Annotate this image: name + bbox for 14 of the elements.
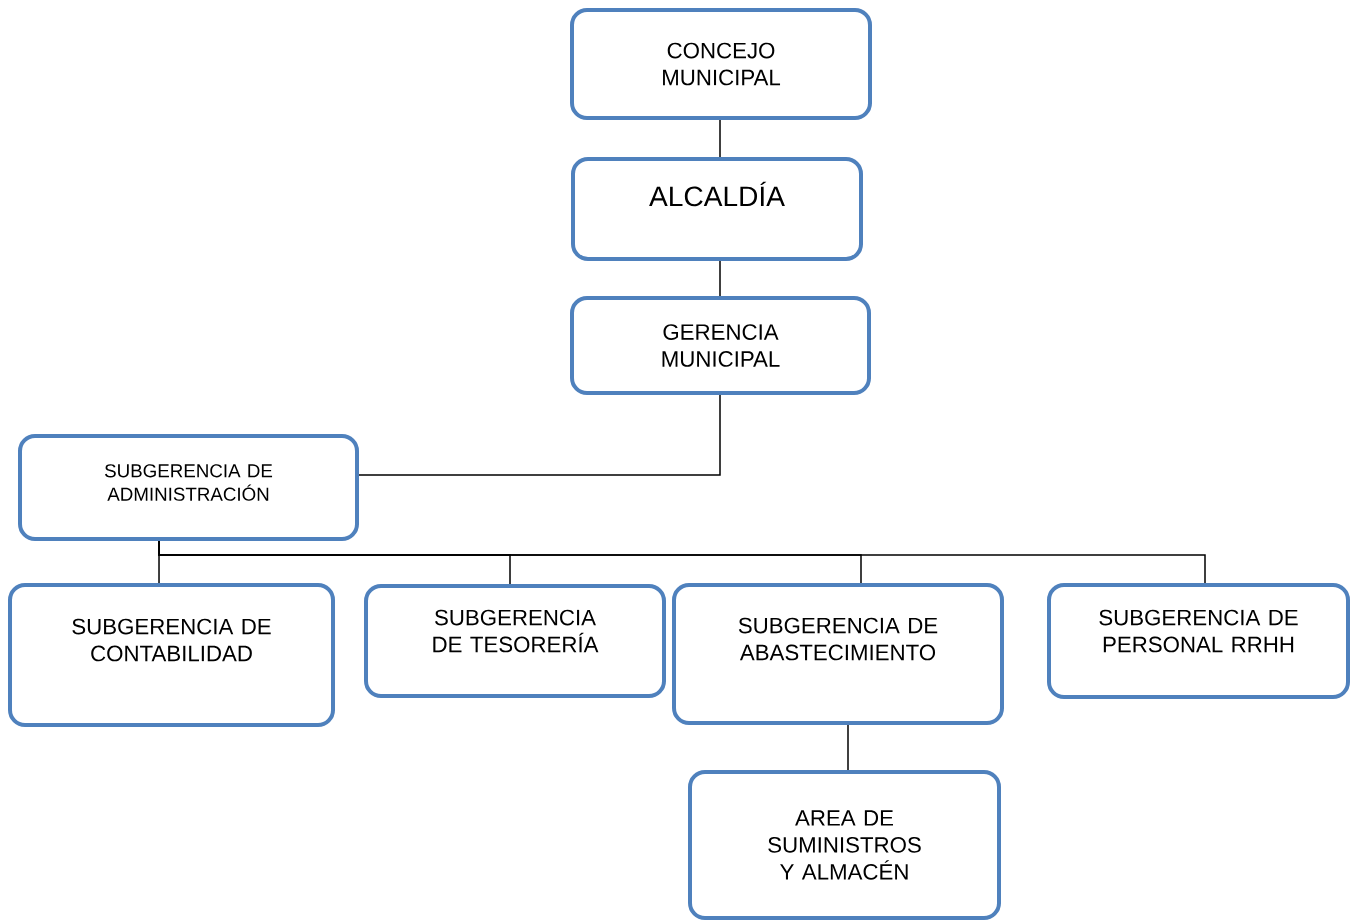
connector-line [358,394,721,476]
connector-line [719,119,721,158]
org-box: SUBGERENCIA DE TESORERÍA [364,584,666,698]
org-box: AREA DE SUMINISTROS Y ALMACÉN [688,770,1001,920]
org-box: SUBGERENCIA DE PERSONAL RRHH [1047,583,1350,699]
org-box: SUBGERENCIA DE CONTABILIDAD [8,583,335,727]
org-box: GERENCIA MUNICIPAL [570,296,871,395]
org-box: SUBGERENCIA DE ADMINISTRACIÓN [18,434,359,541]
org-box: ALCALDÍA [571,157,863,261]
org-box: SUBGERENCIA DE ABASTECIMIENTO [672,583,1004,725]
org-box: CONCEJO MUNICIPAL [570,8,872,120]
connector-line [158,540,1206,584]
connector-line [719,260,721,297]
connector-line [847,724,849,771]
